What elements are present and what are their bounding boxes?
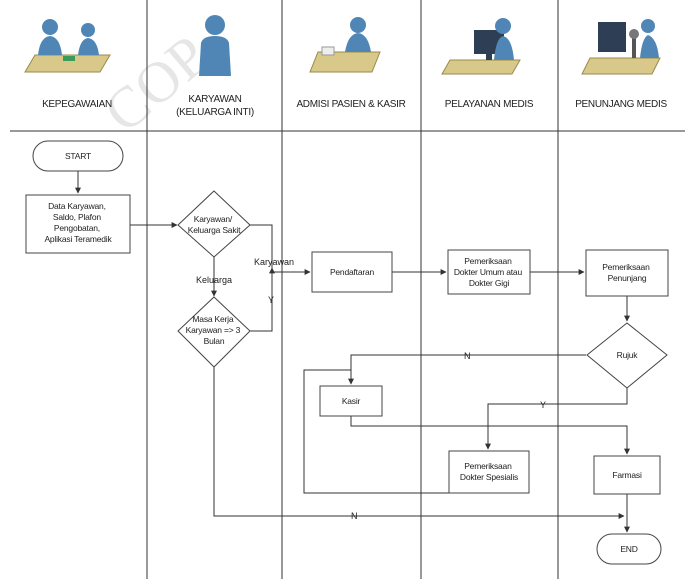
data-karyawan-label: Data Karyawan, Saldo, Plafon Pengobatan,… [44, 201, 112, 244]
edge-kasir-farmasi [350, 416, 630, 455]
node-kasir: Kasir [319, 385, 383, 417]
end-label: END [620, 544, 637, 554]
person-at-desk-icon [309, 17, 381, 73]
person-at-microscope-icon [581, 19, 661, 75]
edge-label-n: N [351, 511, 358, 521]
edge-label-n: N [464, 351, 471, 361]
decision-masa-kerja: Masa Kerja Karyawan => 3 Bulan [177, 296, 251, 368]
pendaftaran-label: Pendaftaran [330, 267, 375, 277]
rujuk-label: Rujuk [617, 350, 639, 360]
decision-label: Masa Kerja Karyawan => 3 Bulan [186, 314, 243, 346]
lane-title: PELAYANAN MEDIS [445, 99, 534, 110]
node-farmasi: Farmasi [593, 455, 661, 495]
edge-label-y: Y [268, 295, 274, 305]
edge-label-karyawan: Karyawan [254, 257, 294, 267]
watermark: COP [92, 23, 220, 145]
node-pemeriksaan-dokter-umum: Pemeriksaan Dokter Umum atau Dokter Gigi [447, 249, 531, 295]
edge-masakerja-n [213, 367, 625, 519]
edge-label-y: Y [540, 400, 546, 410]
pemeriksaan-dokter-umum-label: Pemeriksaan Dokter Umum atau Dokter Gigi [454, 256, 524, 288]
decision-label: Karyawan/ Keluarga Sakit [188, 214, 241, 235]
lane-header-pelayanan: PELAYANAN MEDIS [441, 18, 534, 110]
lane-header-kepegawaian: KEPEGAWAIAN [24, 19, 112, 110]
person-icon [199, 15, 231, 76]
edge-sakit-pendaftaran [250, 224, 311, 275]
decision-rujuk: Rujuk [586, 322, 668, 389]
swimlane-grid [10, 0, 685, 579]
edge-rujuk-n [348, 354, 586, 385]
node-start: START [32, 140, 124, 172]
lane-header-karyawan: KARYAWAN (KELUARGA INTI) [176, 15, 254, 118]
node-data-karyawan: Data Karyawan, Saldo, Plafon Pengobatan,… [25, 194, 131, 254]
lane-title: PENUNJANG MEDIS [575, 99, 667, 110]
lane-title: KARYAWAN [188, 94, 241, 105]
person-at-computer-icon [441, 18, 521, 75]
lane-title: ADMISI PASIEN & KASIR [296, 99, 405, 110]
node-end: END [596, 533, 662, 565]
lane-title: KEPEGAWAIAN [42, 99, 112, 110]
node-pendaftaran: Pendaftaran [311, 251, 393, 293]
node-pemeriksaan-penunjang: Pemeriksaan Penunjang [585, 249, 669, 297]
lane-subtitle: (KELUARGA INTI) [176, 107, 254, 118]
edge-spesialis-kasir [303, 369, 449, 494]
lane-header-admisi: ADMISI PASIEN & KASIR [296, 17, 406, 110]
person-at-desk-icon [24, 19, 111, 73]
edge-label-keluarga: Keluarga [196, 275, 232, 285]
decision-karyawan-keluarga-sakit: Karyawan/ Keluarga Sakit [177, 190, 251, 258]
start-label: START [65, 151, 91, 161]
lane-header-penunjang: PENUNJANG MEDIS [575, 19, 668, 110]
svg-text:COP: COP [92, 23, 220, 145]
node-pemeriksaan-dokter-spesialis: Pemeriksaan Dokter Spesialis [448, 450, 530, 494]
farmasi-label: Farmasi [612, 470, 642, 480]
connectors [75, 171, 630, 533]
edge-masakerja-y [250, 267, 275, 332]
pemeriksaan-dokter-spesialis-label: Pemeriksaan Dokter Spesialis [460, 461, 518, 482]
edge-labels: Karyawan Keluarga Y N Y N [196, 257, 546, 521]
kasir-label: Kasir [342, 396, 361, 406]
pemeriksaan-penunjang-label: Pemeriksaan Penunjang [602, 262, 652, 283]
